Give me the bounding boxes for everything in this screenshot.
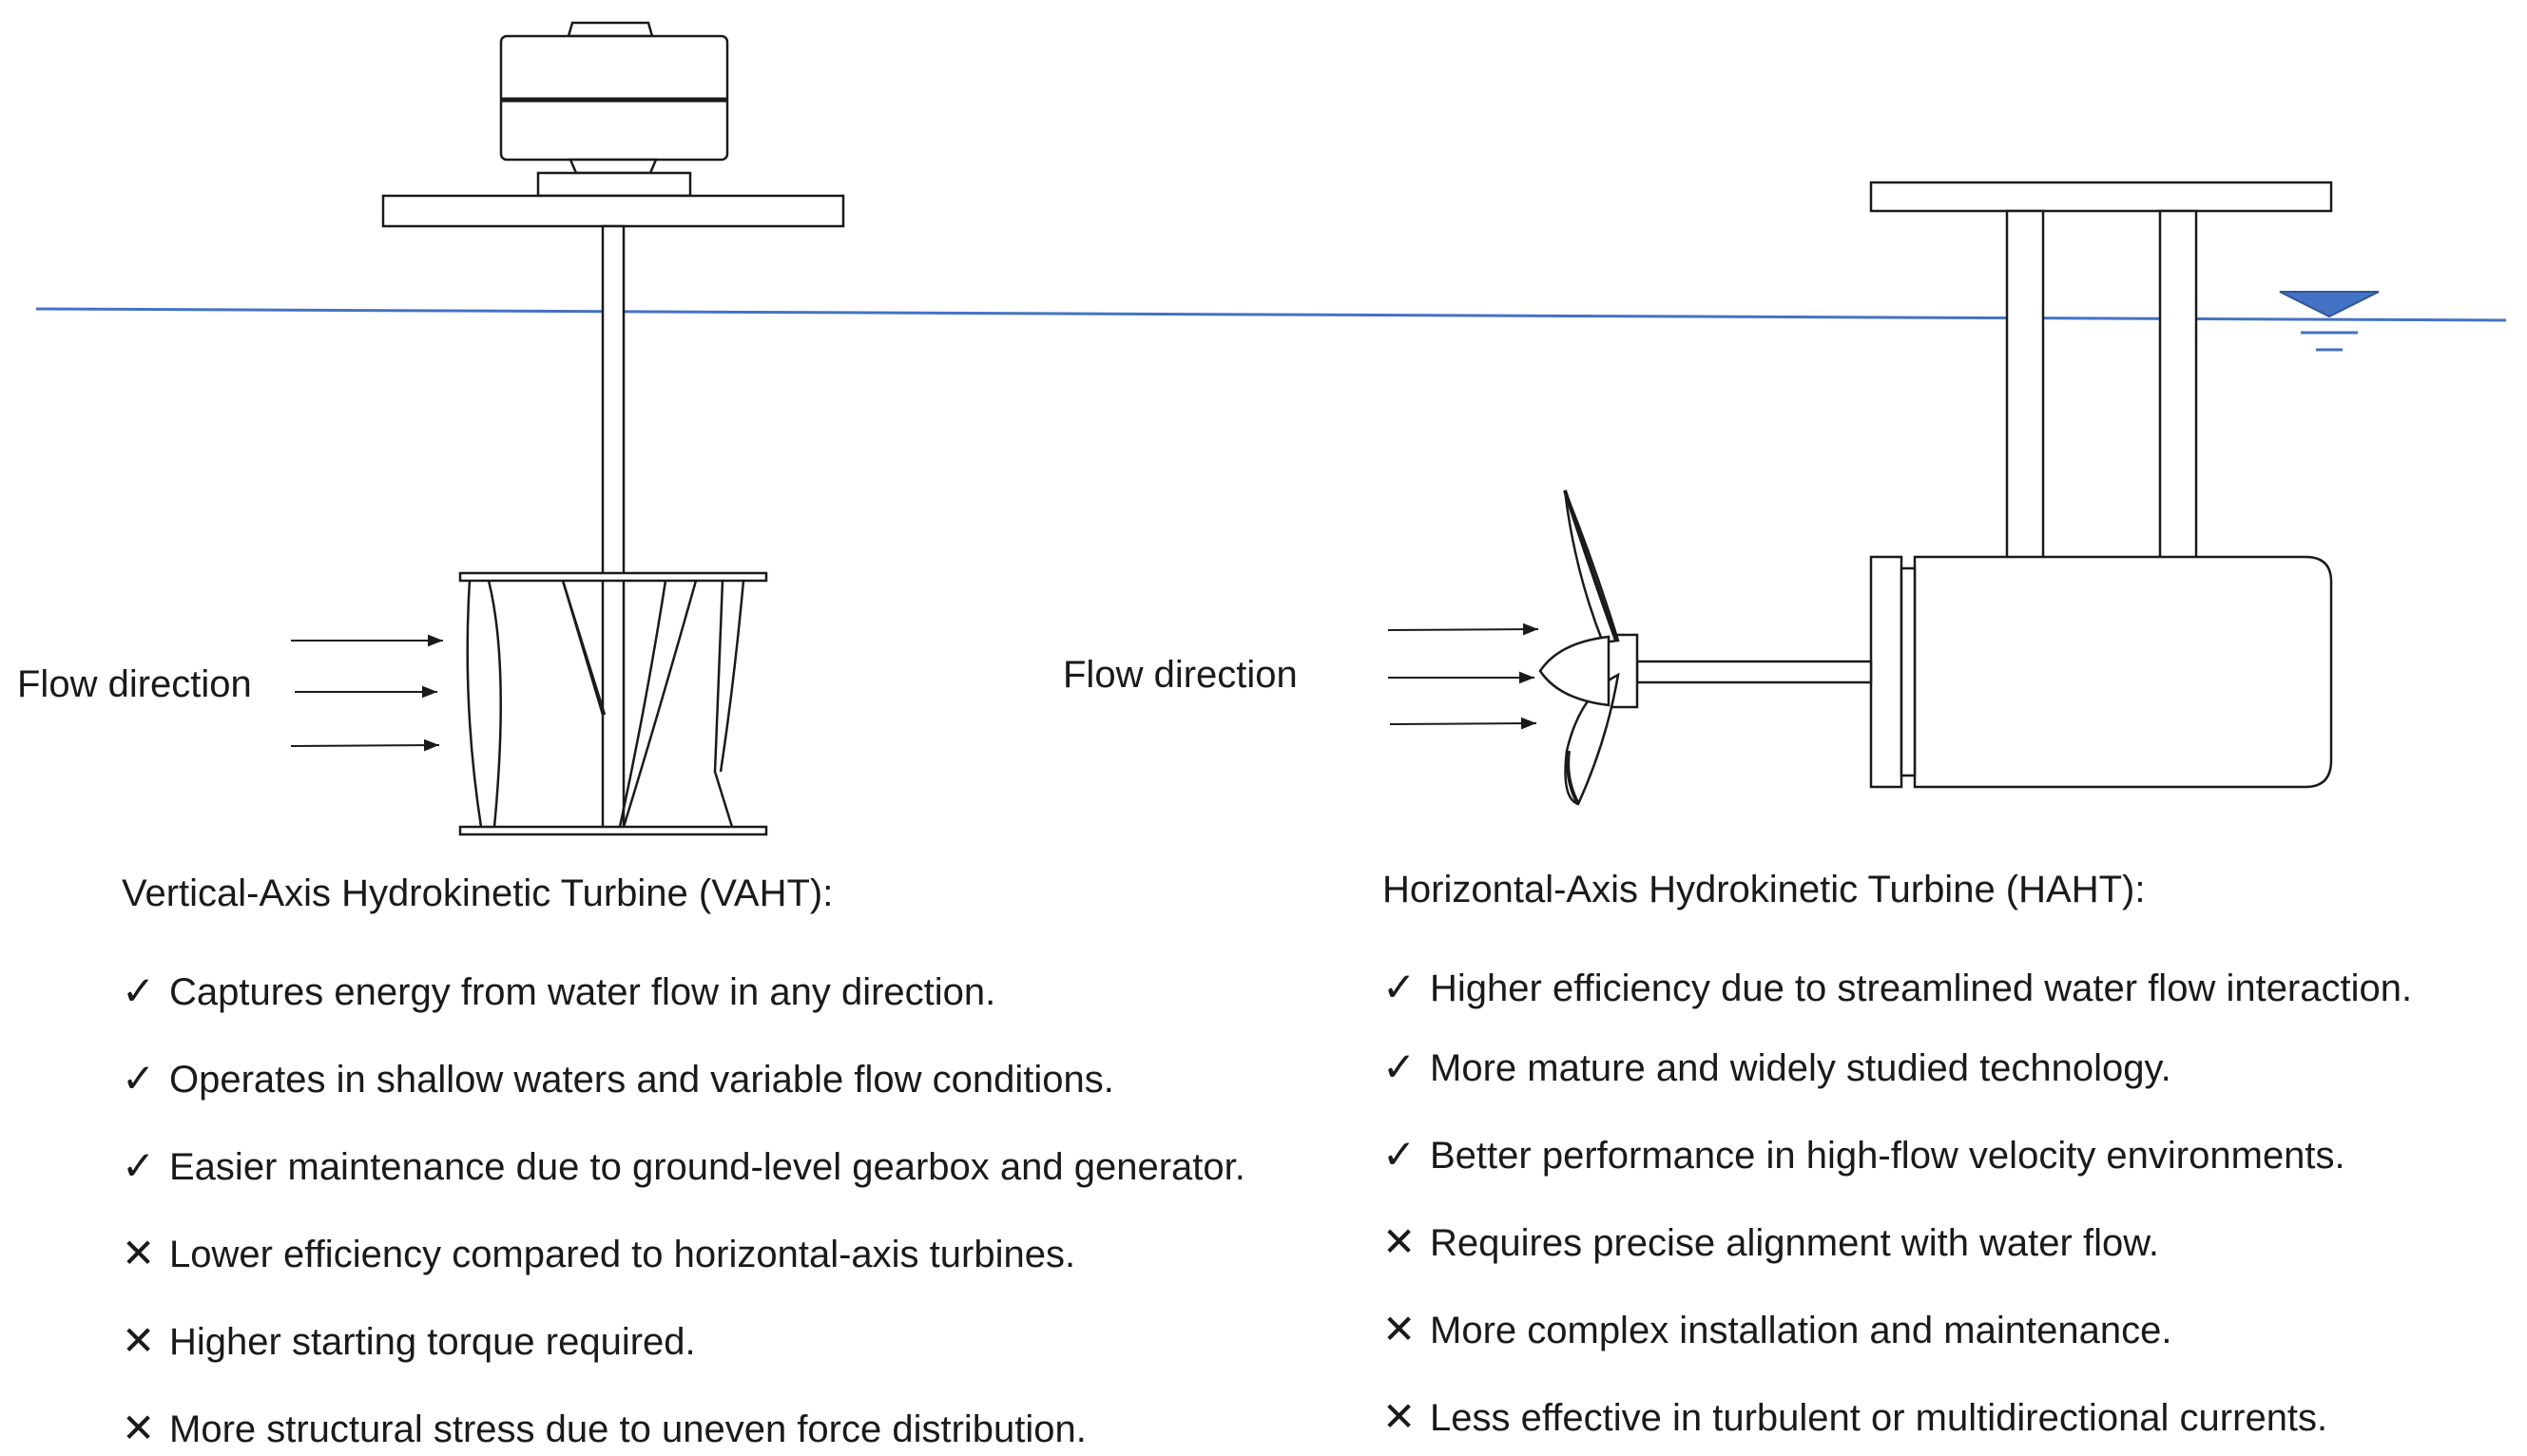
haht-item-2: ✓ More mature and widely studied technol…	[1382, 1044, 2171, 1090]
haht-rotor	[1538, 489, 1620, 806]
haht-nose-cone	[1538, 635, 1611, 707]
vaht-item-2: ✓ Operates in shallow waters and variabl…	[122, 1055, 1114, 1102]
vaht-helical-blades	[466, 580, 745, 828]
haht-support-leg-right	[2158, 209, 2198, 563]
cross-icon: ✕	[1382, 1219, 1417, 1264]
haht-drive-shaft	[1635, 660, 1873, 684]
vaht-item-text: More structural stress due to uneven for…	[169, 1408, 1087, 1450]
cross-icon: ✕	[1382, 1307, 1417, 1351]
check-icon: ✓	[1382, 1044, 1417, 1089]
haht-item-text: More mature and widely studied technolog…	[1430, 1047, 2171, 1089]
haht-item-text: Less effective in turbulent or multidire…	[1430, 1397, 2328, 1439]
haht-item-text: Better performance in high-flow velocity…	[1430, 1135, 2345, 1177]
vaht-generator	[499, 21, 729, 198]
haht-item-6: ✕ Less effective in turbulent or multidi…	[1382, 1393, 2327, 1440]
vaht-item-text: Lower efficiency compared to horizontal-…	[169, 1234, 1076, 1275]
vaht-bottom-plate	[458, 825, 768, 836]
vaht-item-1: ✓ Captures energy from water flow in any…	[122, 967, 995, 1014]
haht-nacelle-flange	[1869, 555, 1903, 789]
vaht-item-text: Operates in shallow waters and variable …	[169, 1059, 1114, 1101]
haht-flow-direction-label: Flow direction	[1063, 654, 1298, 696]
check-icon: ✓	[1382, 1132, 1417, 1177]
haht-item-5: ✕ More complex installation and maintena…	[1382, 1306, 2171, 1352]
vaht-item-text: Easier maintenance due to ground-level g…	[169, 1146, 1245, 1188]
vaht-title: Vertical-Axis Hydrokinetic Turbine (VAHT…	[122, 872, 834, 914]
vaht-item-3: ✓ Easier maintenance due to ground-level…	[122, 1142, 1245, 1189]
vaht-top-plate	[458, 571, 768, 583]
haht-title: Horizontal-Axis Hydrokinetic Turbine (HA…	[1382, 869, 2146, 910]
haht-item-3: ✓ Better performance in high-flow veloci…	[1382, 1131, 2345, 1178]
vaht-flow-arrows	[290, 634, 443, 752]
haht-turbine-drawing	[1538, 181, 2333, 806]
vaht-item-5: ✕ Higher starting torque required.	[122, 1317, 696, 1364]
haht-item-text: Higher efficiency due to streamlined wat…	[1430, 967, 2413, 1009]
vaht-platform	[381, 194, 845, 228]
cross-icon: ✕	[122, 1318, 156, 1363]
vaht-turbine-drawing	[381, 21, 845, 836]
haht-item-4: ✕ Requires precise alignment with water …	[1382, 1218, 2159, 1265]
cross-icon: ✕	[122, 1231, 156, 1275]
haht-flow-arrows	[1387, 623, 1539, 730]
vaht-flow-direction-label: Flow direction	[17, 663, 252, 705]
vaht-item-text: Higher starting torque required.	[169, 1321, 696, 1363]
vaht-item-text: Captures energy from water flow in any d…	[169, 971, 996, 1013]
cross-icon: ✕	[122, 1406, 156, 1450]
check-icon: ✓	[1382, 965, 1417, 1009]
check-icon: ✓	[122, 1056, 156, 1101]
cross-icon: ✕	[1382, 1394, 1417, 1439]
haht-nacelle	[1913, 555, 2333, 789]
haht-item-text: More complex installation and maintenanc…	[1430, 1310, 2172, 1351]
water-surface-line	[35, 307, 2507, 322]
haht-platform	[1869, 181, 2333, 213]
vaht-item-6: ✕ More structural stress due to uneven f…	[122, 1405, 1087, 1451]
check-icon: ✓	[122, 1143, 156, 1188]
haht-support-leg-left	[2005, 209, 2045, 563]
vaht-shaft	[601, 224, 626, 831]
vaht-item-4: ✕ Lower efficiency compared to horizonta…	[122, 1230, 1075, 1276]
water-level-icon	[2279, 291, 2380, 352]
haht-item-1: ✓ Higher efficiency due to streamlined w…	[1382, 964, 2412, 1010]
check-icon: ✓	[122, 968, 156, 1013]
haht-item-text: Requires precise alignment with water fl…	[1430, 1222, 2160, 1264]
